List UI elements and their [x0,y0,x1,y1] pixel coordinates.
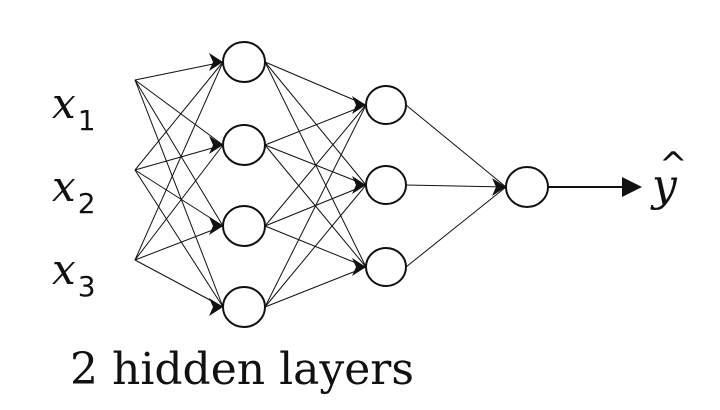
edge-x1-h1n2 [134,79,224,146]
edge-l1n4-l2n2 [264,184,367,308]
arrowhead-l2n3 [352,258,366,276]
arrowheads [209,53,506,316]
neuron-layer1-1 [222,41,266,83]
neuron-layer2-1 [365,85,407,125]
output-label-y: y [650,160,678,211]
edge-x3-h1n3 [134,225,224,261]
arrowhead-l3n1 [492,178,506,196]
edge-x3-h1n2 [134,144,224,261]
arrowhead-l2n1 [352,96,366,114]
caption: 2 hidden layers [70,344,414,395]
arrowhead-h1n2 [209,136,223,154]
neuron-layer3-1 [505,166,549,208]
neuron-layer1-4 [222,286,266,328]
edge-l1n4-l2n3 [264,266,367,308]
edge-x2-h1n1 [134,61,224,171]
edge-l1n4-l2n1 [264,104,367,308]
arrowhead-l2n2 [352,176,366,194]
edge-l1n3-l2n1 [264,104,367,227]
input-label-x3: x3 [52,245,96,303]
neuron-layer1-3 [222,205,266,247]
edge-l2n3-l3n1 [405,186,507,268]
arrowhead-h1n3 [209,217,223,235]
edge-x3-h1n1 [134,61,224,261]
edge-l1n1-l2n2 [264,61,367,186]
edge-x2-h1n4 [134,169,224,308]
edge-l1n2-l2n1 [264,104,367,146]
neuron-layer2-2 [365,165,407,205]
edge-x1-h1n3 [134,79,224,227]
output-hat: ^ [659,145,688,185]
neuron-layer1-2 [222,124,266,166]
edge-l2n2-l3n1 [405,184,507,188]
input-label-x1: x1 [52,79,96,137]
arrowhead-h1n1 [209,53,223,71]
edge-l1n1-l2n1 [264,61,367,106]
edge-x1-h1n1 [134,61,224,81]
arrowhead-h1n4 [209,298,223,316]
neurons [222,41,549,328]
edge-x3-h1n4 [134,259,224,308]
input-label-x2: x2 [52,162,96,220]
neuron-layer2-3 [365,247,407,287]
edge-l2n1-l3n1 [405,104,507,188]
connections [134,61,507,308]
edge-x2-h1n2 [134,144,224,171]
edge-x1-h1n4 [134,79,224,308]
edge-x2-h1n3 [134,169,224,227]
